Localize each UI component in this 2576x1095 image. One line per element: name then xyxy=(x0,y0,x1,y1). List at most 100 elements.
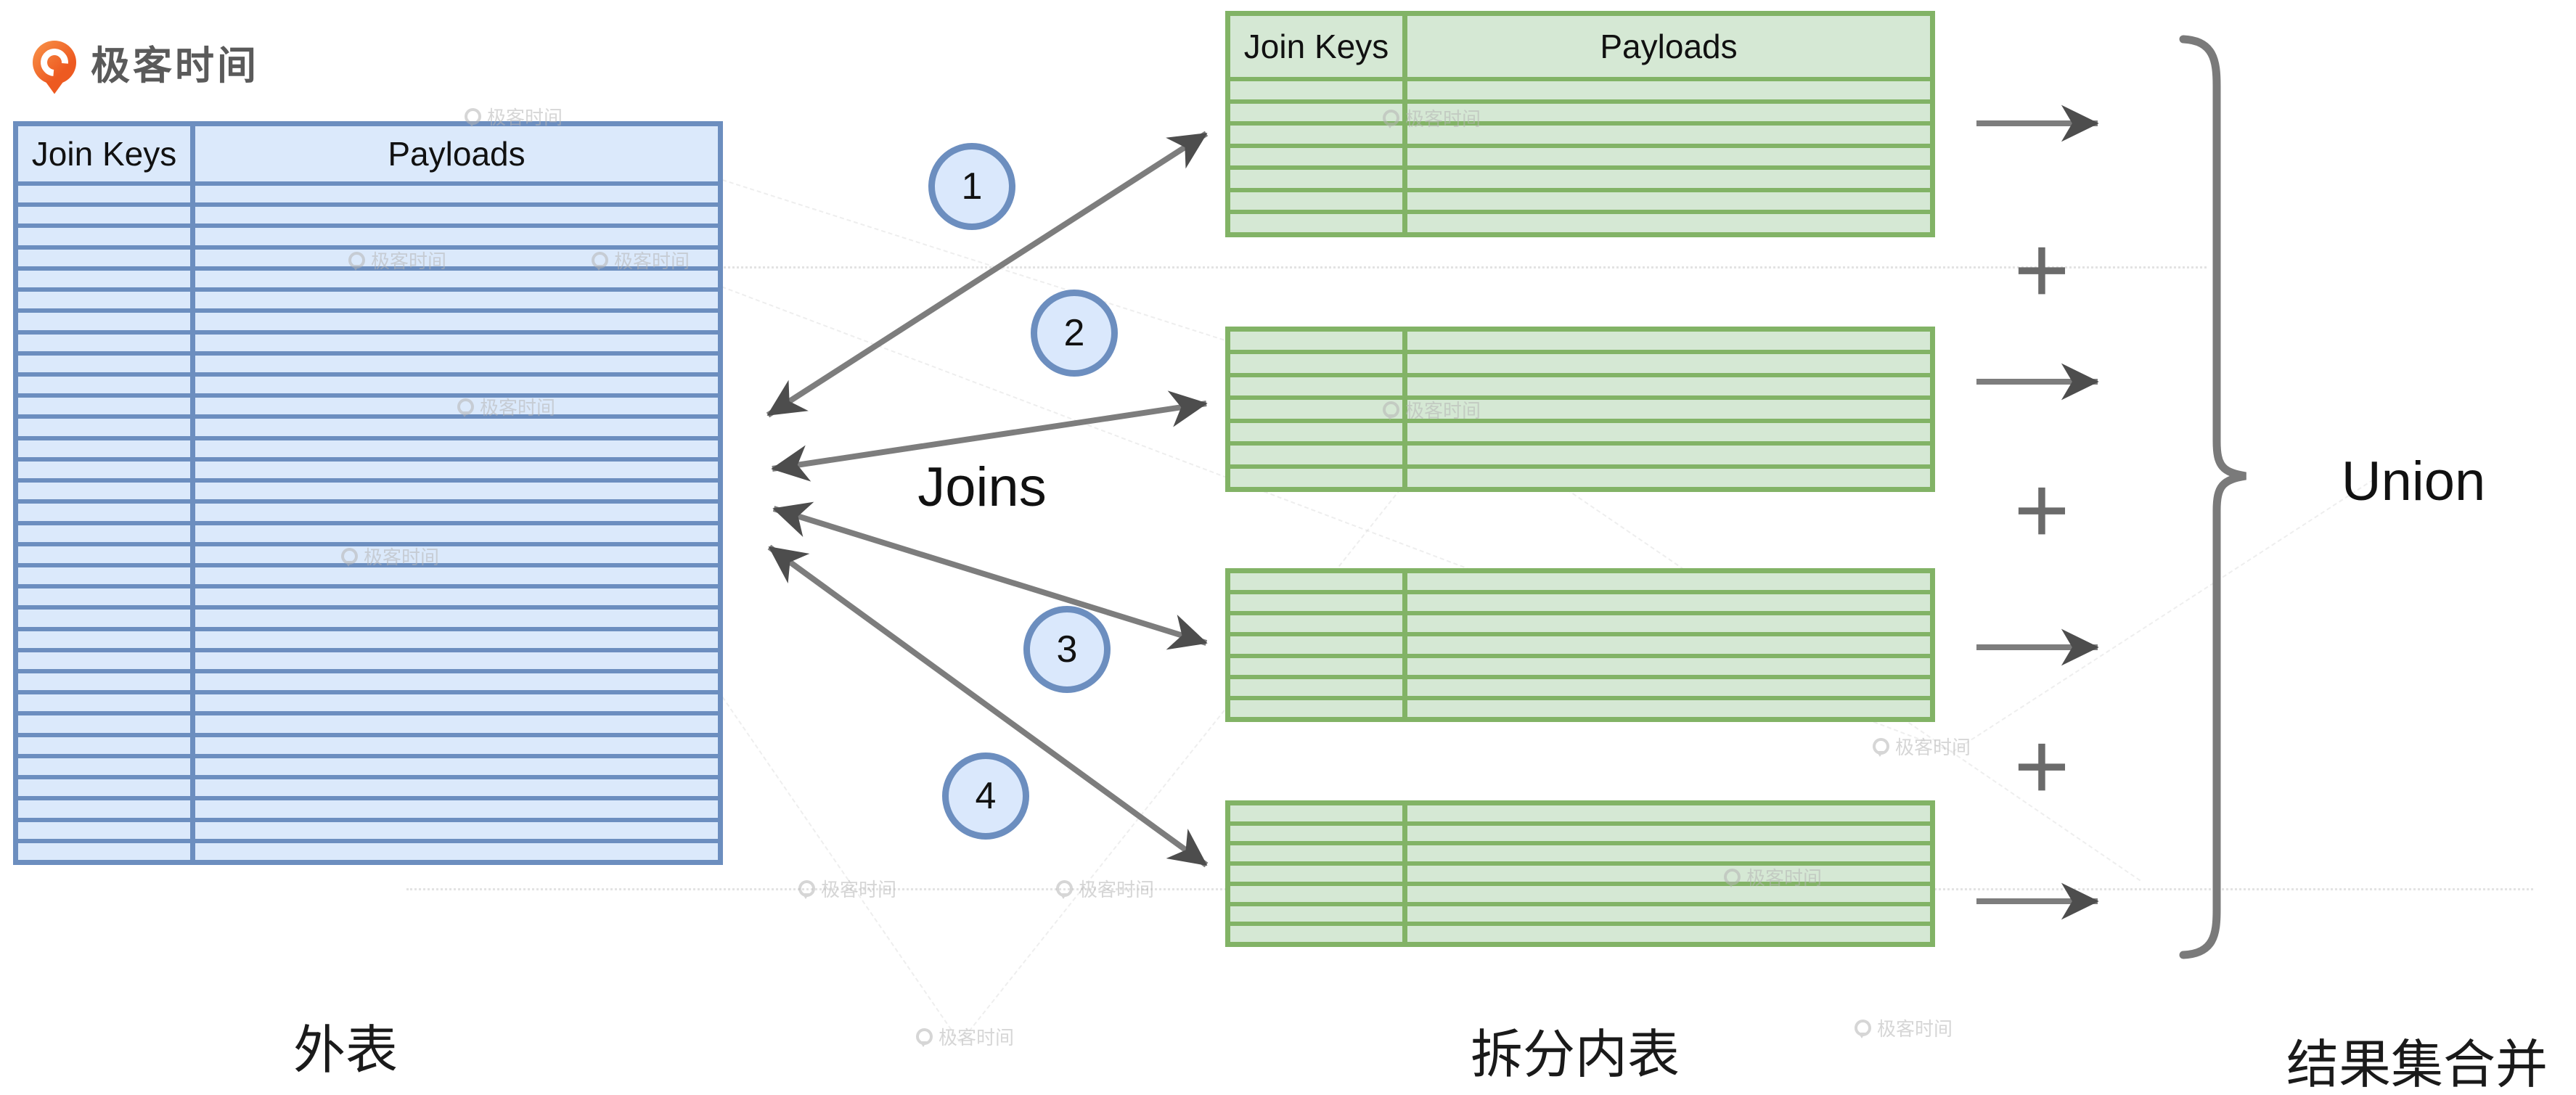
join-step-circle-2: 2 xyxy=(1031,290,1118,377)
table-row xyxy=(1230,468,1930,487)
row-key-cell xyxy=(1230,103,1402,122)
row-key-cell xyxy=(18,525,190,542)
row-key-cell xyxy=(1230,126,1402,144)
row-payload-cell xyxy=(1407,615,1930,633)
watermark: 极客时间 xyxy=(465,103,563,130)
row-payload-cell xyxy=(195,821,718,839)
table-row xyxy=(18,292,718,309)
table-row xyxy=(1230,103,1930,122)
row-key-cell xyxy=(18,546,190,563)
table-row xyxy=(1230,636,1930,654)
row-key-cell xyxy=(18,228,190,245)
row-payload-cell xyxy=(195,419,718,436)
table-row xyxy=(1230,147,1930,166)
table-row xyxy=(18,546,718,563)
row-key-cell xyxy=(18,461,190,479)
row-key-cell xyxy=(1230,615,1402,633)
row-payload-cell xyxy=(1407,926,1930,943)
row-key-cell xyxy=(1230,657,1402,675)
table-row xyxy=(1230,573,1930,591)
row-key-cell xyxy=(18,292,190,309)
row-payload-cell xyxy=(195,525,718,542)
outer-table-body xyxy=(18,186,718,860)
geektime-logo-text: 极客时间 xyxy=(91,44,259,88)
row-key-cell xyxy=(1230,446,1402,464)
row-payload-cell xyxy=(1407,825,1930,842)
row-key-cell xyxy=(1230,906,1402,922)
geektime-pin-icon xyxy=(33,40,76,84)
inner-table-3-body xyxy=(1230,573,1930,717)
row-payload-cell xyxy=(1407,170,1930,188)
row-key-cell xyxy=(18,270,190,288)
row-key-cell xyxy=(18,207,190,224)
table-row xyxy=(18,800,718,818)
row-key-cell xyxy=(18,694,190,712)
table-row xyxy=(18,779,718,797)
row-key-cell xyxy=(18,504,190,521)
row-payload-cell xyxy=(1407,906,1930,922)
table-row xyxy=(1230,354,1930,373)
row-payload-cell xyxy=(195,249,718,266)
row-key-cell xyxy=(18,249,190,266)
watermark: 极客时间 xyxy=(341,543,439,570)
row-key-cell xyxy=(18,631,190,648)
watermark-pin-icon xyxy=(457,398,474,417)
row-key-cell xyxy=(18,440,190,457)
row-payload-cell xyxy=(195,313,718,330)
row-key-cell xyxy=(1230,192,1402,210)
row-payload-cell xyxy=(195,673,718,691)
row-key-cell xyxy=(18,673,190,691)
row-key-cell xyxy=(18,842,190,860)
join-step-number: 1 xyxy=(961,165,983,208)
watermark: 极客时间 xyxy=(798,875,896,902)
row-payload-cell xyxy=(195,292,718,309)
union-label: Union xyxy=(2341,451,2486,512)
plus-operator-3: + xyxy=(2013,713,2070,819)
watermark: 极客时间 xyxy=(1383,396,1481,423)
row-payload-cell xyxy=(195,779,718,797)
watermark-text: 极客时间 xyxy=(1895,737,1971,758)
row-payload-cell xyxy=(195,715,718,733)
table-row xyxy=(18,588,718,606)
table-row xyxy=(1230,594,1930,612)
row-key-cell xyxy=(18,652,190,670)
row-payload-cell xyxy=(195,588,718,606)
inner-table-4 xyxy=(1225,800,1935,947)
inner-table-2 xyxy=(1225,327,1935,492)
row-key-cell xyxy=(18,398,190,415)
table-row xyxy=(1230,446,1930,464)
table-row xyxy=(18,842,718,860)
table-row xyxy=(18,207,718,224)
row-key-cell xyxy=(1230,400,1402,419)
row-key-cell xyxy=(18,779,190,797)
row-key-cell xyxy=(1230,377,1402,396)
table-row xyxy=(18,673,718,691)
table-row xyxy=(18,461,718,479)
table-row xyxy=(18,821,718,839)
table-row xyxy=(18,355,718,372)
row-key-cell xyxy=(18,376,190,394)
watermark: 极客时间 xyxy=(1056,875,1154,902)
table-row xyxy=(18,631,718,648)
watermark: 极客时间 xyxy=(1873,733,1971,760)
row-payload-cell xyxy=(195,758,718,776)
row-payload-cell xyxy=(195,376,718,394)
table-row xyxy=(18,398,718,415)
outer-table: Join Keys Payloads xyxy=(13,121,723,865)
row-payload-cell xyxy=(195,355,718,372)
row-payload-cell xyxy=(1407,214,1930,233)
joins-label: Joins xyxy=(917,456,1047,518)
row-key-cell xyxy=(18,715,190,733)
row-payload-cell xyxy=(1407,657,1930,675)
watermark-pin-icon xyxy=(1383,401,1399,420)
row-payload-cell xyxy=(1407,126,1930,144)
watermark-text: 极客时间 xyxy=(371,250,447,272)
outer-table-label: 外表 xyxy=(293,1022,398,1080)
table-row xyxy=(1230,126,1930,144)
table-row xyxy=(1230,700,1930,717)
row-payload-cell xyxy=(1407,147,1930,166)
watermark-pin-icon xyxy=(798,880,815,899)
row-payload-cell xyxy=(1407,866,1930,882)
join-step-circle-1: 1 xyxy=(928,143,1015,230)
table-row xyxy=(18,525,718,542)
